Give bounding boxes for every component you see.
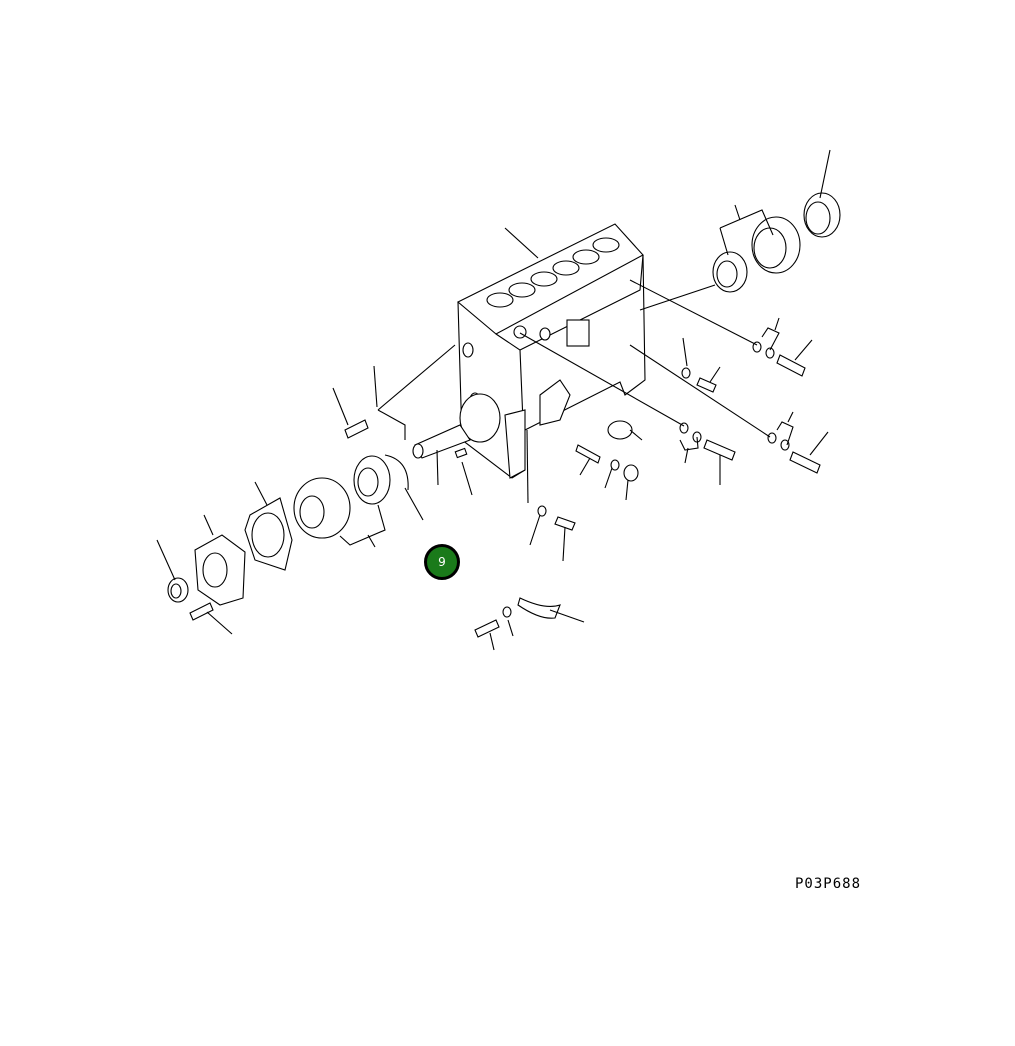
right-bearings [712,192,841,293]
fasteners [344,341,821,638]
callout-number: 9 [438,555,446,569]
left-parts [167,454,409,621]
pump-housing [457,223,646,479]
drawing-code: P03P688 [795,876,862,892]
leader-lines [156,149,831,651]
camshaft [412,393,501,459]
callout-badge[interactable]: 9 [424,544,460,580]
